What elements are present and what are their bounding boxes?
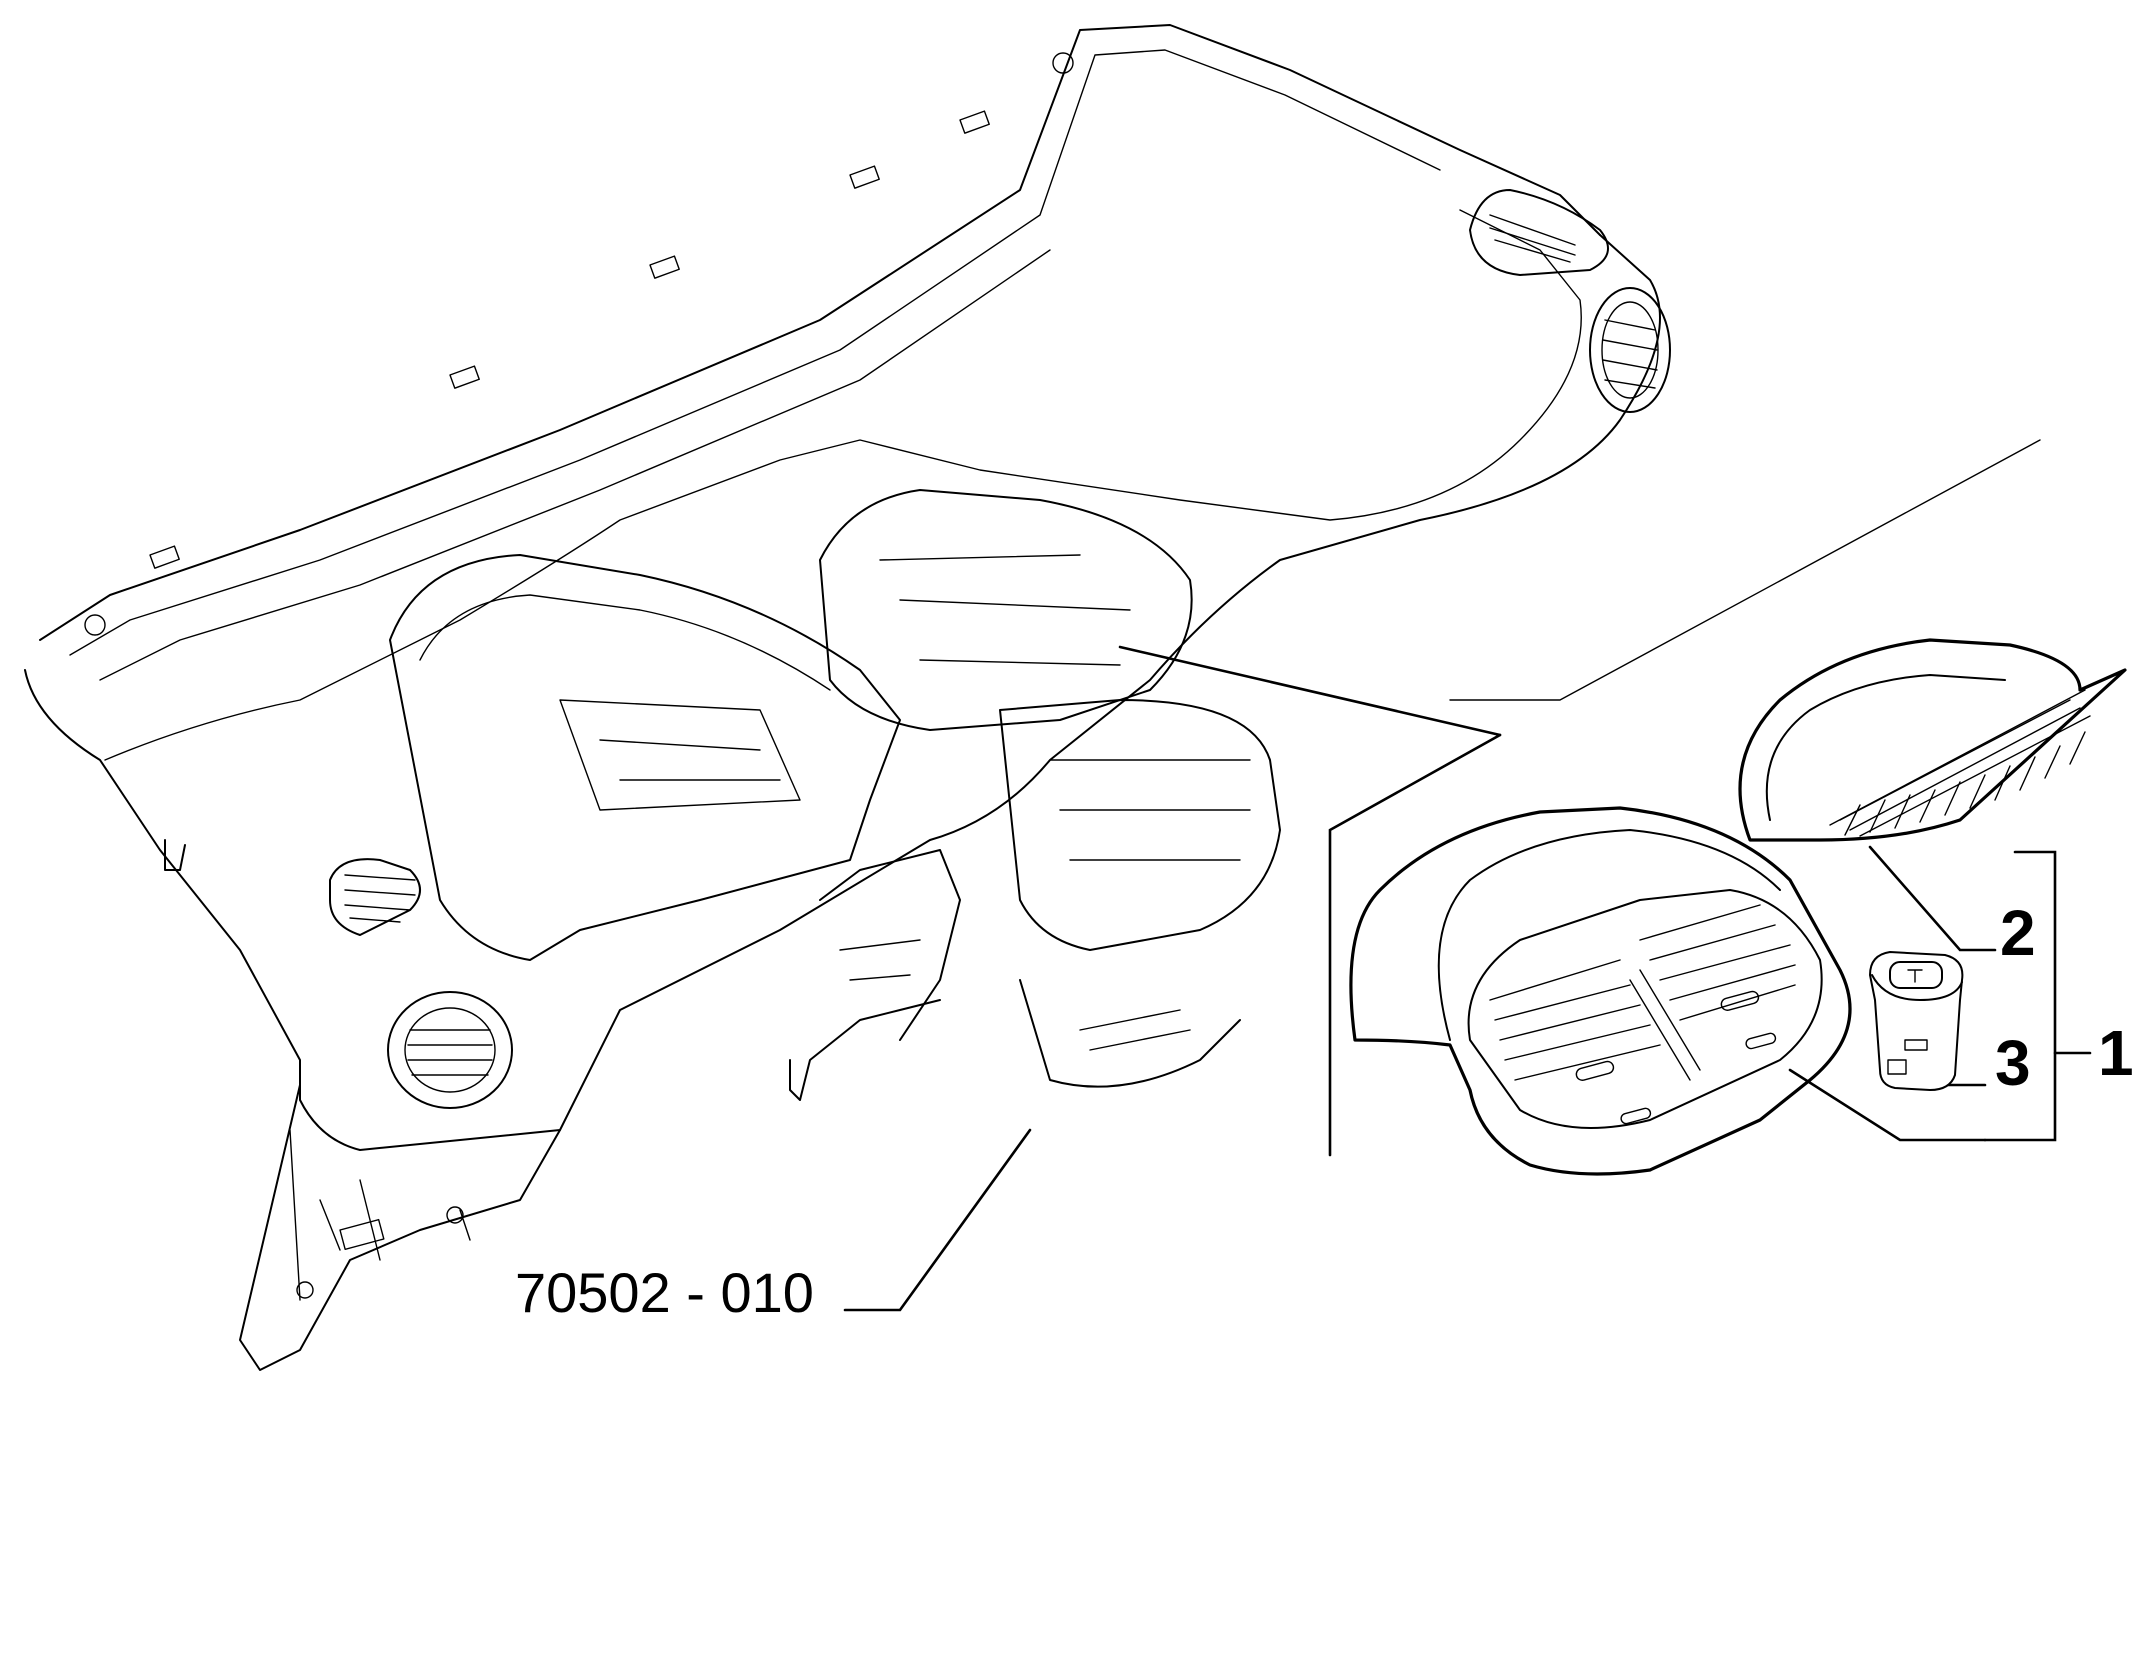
switch-part — [1869, 951, 1964, 1091]
callout-labels: 1 2 3 70502 - 010 — [515, 897, 2134, 1324]
center-bezel-part — [1349, 806, 1852, 1176]
assembly-code-label: 70502 - 010 — [515, 1261, 814, 1324]
grille-mesh — [1844, 731, 2086, 836]
callout-2: 2 — [2000, 897, 2036, 969]
dashboard-assembly — [24, 24, 1671, 1371]
callout-1: 1 — [2098, 1017, 2134, 1089]
callout-3: 3 — [1995, 1027, 2031, 1099]
leader-lines — [843, 439, 2092, 1312]
speaker-grille-part — [1738, 638, 2127, 842]
